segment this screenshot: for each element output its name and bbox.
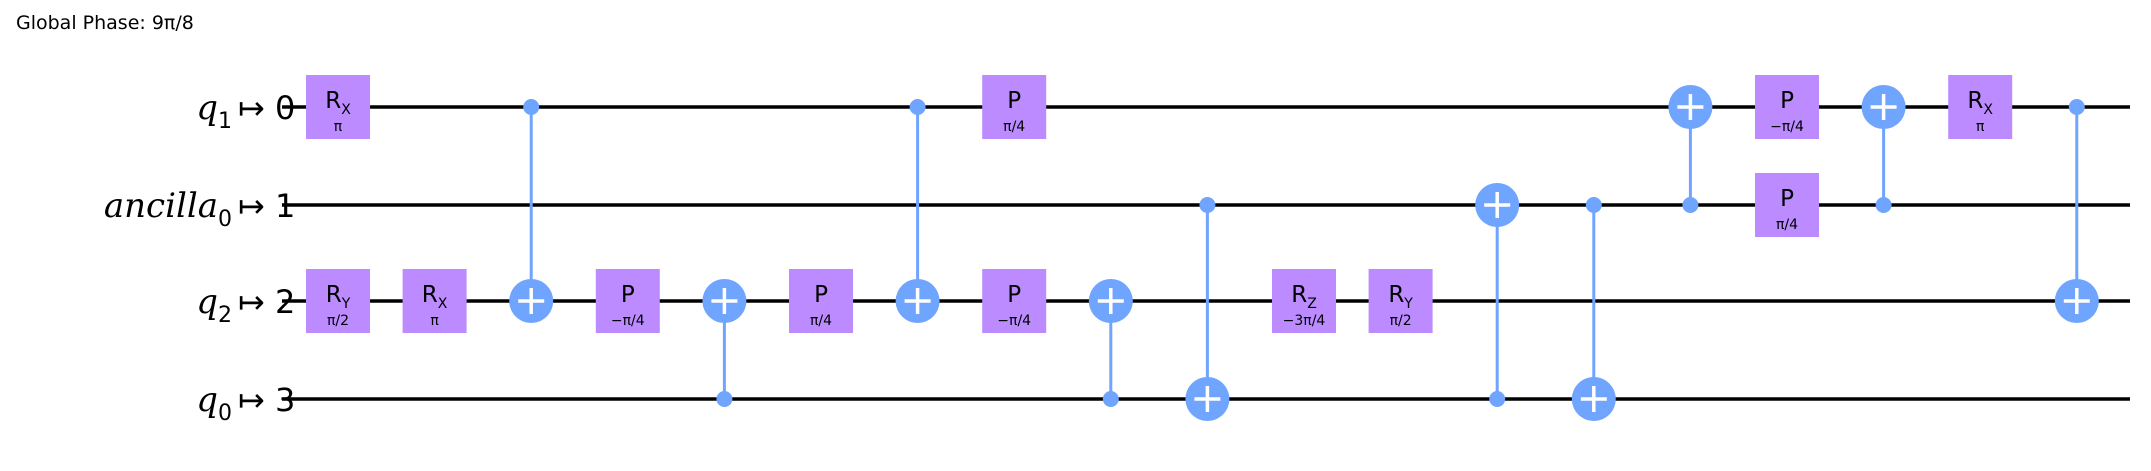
gate-box [982,75,1047,139]
gate-box [982,269,1047,333]
cnot-control-dot [2068,99,2085,115]
gate-rx: RXπ [1948,75,2013,139]
cnot-gate [2054,99,2099,323]
gate-parameter: π/2 [327,313,349,329]
gate-parameter: −π/4 [1770,119,1804,135]
gate-ry: RYπ/2 [306,269,370,333]
qubit-name: q2 [196,282,232,328]
gate-name: P [814,282,828,308]
gates-layer: RXπRYπ/2RXπP−π/4Pπ/4Pπ/4P−π/4RZ−3π/4RYπ/… [306,75,2099,421]
gate-name: RX [1967,88,1993,118]
qubit-mapping: ↦ 1 [238,187,295,225]
gate-name: RX [422,282,448,312]
gate-name: RY [1388,282,1413,312]
gate-name: P [1780,186,1794,212]
gate-box [306,269,370,333]
gate-parameter: π/2 [1390,313,1412,329]
cnot-control-dot [1875,197,1892,213]
cnot-gate [1475,183,1520,407]
qubit-name: q1 [196,88,232,134]
gate-parameter: π [1976,119,1985,135]
gate-rx: RXπ [306,75,370,139]
cnot-gate [509,99,554,323]
gate-box [1948,75,2013,139]
cnot-gate [1088,279,1133,407]
gate-name: RZ [1291,282,1317,312]
gate-parameter: −π/4 [997,313,1031,329]
cnot-gate [1185,197,1230,421]
global-phase-label: Global Phase: 9π/8 [16,12,194,34]
cnot-gate [895,99,940,323]
cnot-gate [1571,197,1616,421]
gate-parameter: π/4 [1776,217,1798,233]
gate-p: P −π/4 [595,269,660,333]
cnot-gate [1668,85,1713,213]
gate-parameter: π [430,313,439,329]
gate-parameter: π/4 [810,313,832,329]
gate-box [402,269,467,333]
gate-parameter: −π/4 [611,313,645,329]
gate-p: Pπ/4 [982,75,1047,139]
gate-box [1755,75,1819,139]
cnot-gate [702,279,747,407]
gate-name: RY [326,282,351,312]
gate-box [306,75,370,139]
qubit-label: q1↦ 0 [196,88,295,134]
cnot-control-dot [1585,197,1602,213]
cnot-gate [1861,85,1906,213]
cnot-control-dot [716,391,733,407]
gate-name: P [1007,88,1021,114]
gate-name: P [1007,282,1021,308]
cnot-control-dot [1682,197,1699,213]
cnot-control-dot [1199,197,1216,213]
qubit-label: q2↦ 2 [196,282,295,328]
gate-p: P −π/4 [1755,75,1819,139]
qubit-mapping: ↦ 0 [238,89,295,127]
gate-name: P [1780,88,1794,114]
gate-parameter: −3π/4 [1283,313,1326,329]
gate-p: P −π/4 [982,269,1047,333]
gate-name: P [621,282,635,308]
qubit-mapping: ↦ 2 [238,283,295,321]
gate-rz: RZ−3π/4 [1272,269,1336,333]
cnot-control-dot [1102,391,1119,407]
cnot-control-dot [1489,391,1506,407]
gate-ry: RYπ/2 [1368,269,1433,333]
qubit-mapping: ↦ 3 [238,381,295,419]
gate-p: Pπ/4 [1755,173,1819,237]
qubit-label: q0↦ 3 [196,380,295,426]
gate-box [1755,173,1819,237]
gate-parameter: π [334,119,343,135]
gate-name: RX [325,88,351,118]
gate-p: Pπ/4 [789,269,853,333]
gate-box [1272,269,1336,333]
qubit-name: q0 [196,380,232,426]
gate-parameter: π/4 [1003,119,1025,135]
qubit-name: ancilla0 [104,186,232,232]
qubit-labels-layer: q1↦ 0 ancilla0↦ 1 q2↦ 2 q0↦ 3 [104,88,295,426]
gate-box [595,269,660,333]
qubit-label: ancilla0↦ 1 [104,186,295,232]
gate-box [1368,269,1433,333]
gate-box [789,269,853,333]
cnot-control-dot [523,99,540,115]
cnot-control-dot [909,99,926,115]
gate-rx: RXπ [402,269,467,333]
